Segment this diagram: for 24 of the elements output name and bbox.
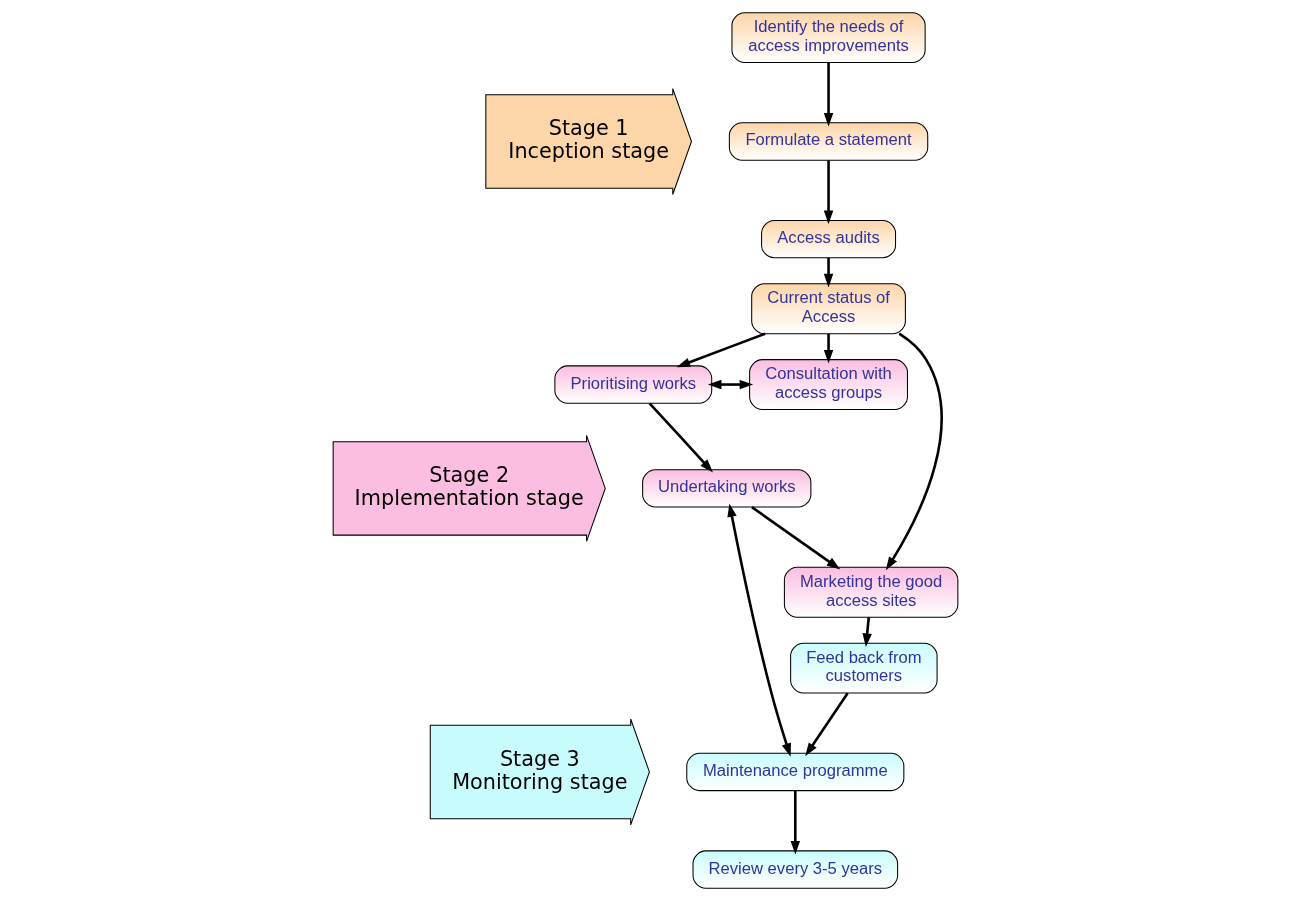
arrow xyxy=(750,506,840,570)
arrow xyxy=(823,160,833,225)
node-box: Identify the needs of access improvements xyxy=(730,12,926,64)
node-box: Access audits xyxy=(760,219,896,259)
arrow xyxy=(823,257,833,288)
arrow xyxy=(823,62,833,127)
arrow xyxy=(707,379,753,390)
arrow xyxy=(676,332,766,368)
node-box: Feed back from customers xyxy=(789,642,938,694)
node-box: Undertaking works xyxy=(641,469,811,508)
arrow xyxy=(726,503,791,757)
arrow xyxy=(648,402,713,473)
node-box: Consultation with access groups xyxy=(748,359,908,410)
arrow xyxy=(885,332,943,571)
node-box: Current status of Access xyxy=(750,283,906,335)
arrow xyxy=(790,790,800,855)
node-box: Prioritising works xyxy=(553,365,712,404)
node-box: Formulate a statement xyxy=(728,122,928,161)
node-box: Review every 3-5 years xyxy=(692,850,898,889)
arrow xyxy=(861,617,872,647)
node-box: Marketing the good access sites xyxy=(783,566,958,618)
node-box: Maintenance programme xyxy=(685,752,904,792)
arrow xyxy=(823,333,833,364)
arrow xyxy=(804,692,849,757)
